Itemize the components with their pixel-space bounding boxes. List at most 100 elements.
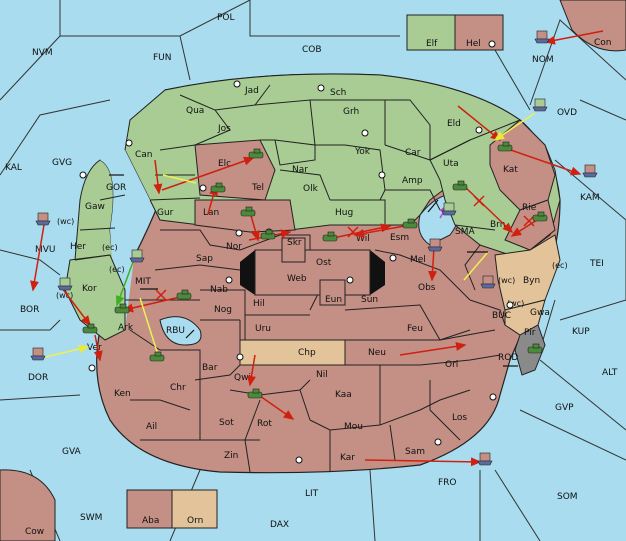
sea-kup[interactable]: KUP xyxy=(572,327,590,337)
prov-jad[interactable]: Jad xyxy=(244,86,259,96)
sea-nvm[interactable]: NVM xyxy=(32,48,53,58)
sea-swm[interactable]: SWM xyxy=(80,513,102,523)
sea-mit[interactable]: MIT xyxy=(135,277,151,287)
prov-kor[interactable]: Kor xyxy=(82,284,97,294)
prov-qwi[interactable]: Qwi xyxy=(234,373,251,383)
sea-mvu[interactable]: MVU xyxy=(35,245,56,255)
prov-bar[interactable]: Bar xyxy=(202,363,218,373)
sea-kal[interactable]: KAL xyxy=(5,163,22,173)
sea-gva[interactable]: GVA xyxy=(62,447,82,457)
prov-kaa[interactable]: Kaa xyxy=(335,390,352,400)
prov-car[interactable]: Car xyxy=(405,148,421,158)
prov-ver[interactable]: Ver xyxy=(87,343,102,353)
prov-gaw[interactable]: Gaw xyxy=(85,202,105,212)
prov-neu[interactable]: Neu xyxy=(368,348,386,358)
prov-eld[interactable]: Eld xyxy=(447,119,461,129)
prov-web[interactable]: Web xyxy=(287,274,307,284)
sea-ovd[interactable]: OVD xyxy=(557,108,577,118)
prov-byn[interactable]: Byn xyxy=(523,276,540,286)
army-icon[interactable] xyxy=(210,182,226,193)
prov-skr[interactable]: Skr xyxy=(287,238,302,248)
province-web[interactable] xyxy=(254,249,371,296)
sea-som[interactable]: SOM xyxy=(557,492,578,502)
province-eun[interactable] xyxy=(319,279,346,306)
prov-pir[interactable]: Pir xyxy=(524,328,536,338)
sea-tei[interactable]: TEI xyxy=(589,259,604,269)
prov-nar[interactable]: Nar xyxy=(292,165,308,175)
prov-chp[interactable]: Chp xyxy=(298,348,316,358)
sea-alt[interactable]: ALT xyxy=(602,368,618,378)
sea-gor[interactable]: GOR xyxy=(106,183,126,193)
prov-hug[interactable]: Hug xyxy=(335,208,353,218)
prov-tel[interactable]: Tel xyxy=(251,183,264,193)
sea-con[interactable]: Con xyxy=(594,38,612,48)
prov-sam[interactable]: Sam xyxy=(405,447,425,457)
army-icon[interactable] xyxy=(176,289,192,300)
prov-lan[interactable]: Lan xyxy=(203,208,219,218)
fleet-icon[interactable] xyxy=(30,347,46,361)
prov-obs[interactable]: Obs xyxy=(418,283,436,293)
fleet-icon[interactable] xyxy=(441,202,457,216)
fleet-icon[interactable] xyxy=(532,98,548,112)
prov-eun[interactable]: Eun xyxy=(325,295,342,305)
prov-uta[interactable]: Uta xyxy=(443,159,459,169)
prov-jos[interactable]: Jos xyxy=(217,124,231,134)
sea-buc[interactable]: BUC xyxy=(492,311,511,321)
army-icon[interactable] xyxy=(240,206,256,217)
sea-rod[interactable]: ROD xyxy=(498,353,518,363)
province-chp[interactable] xyxy=(239,339,346,366)
sea-kam[interactable]: KAM xyxy=(580,193,600,203)
prov-feu[interactable]: Feu xyxy=(407,324,423,334)
province-byn[interactable] xyxy=(494,234,561,311)
fleet-icon[interactable] xyxy=(534,30,550,44)
army-icon[interactable] xyxy=(260,229,276,240)
sea-sma[interactable]: SMA xyxy=(455,227,475,237)
prov-grh[interactable]: Grh xyxy=(343,107,359,117)
prov-amp[interactable]: Amp xyxy=(402,176,423,186)
prov-zin[interactable]: Zin xyxy=(224,451,238,461)
prov-uru[interactable]: Uru xyxy=(255,324,271,334)
fleet-icon[interactable] xyxy=(477,452,493,466)
prov-wil[interactable]: Wil xyxy=(356,234,370,244)
fleet-icon[interactable] xyxy=(480,275,496,289)
prov-nog[interactable]: Nog xyxy=(214,305,232,315)
prov-gwa[interactable]: Gwa xyxy=(530,308,550,318)
army-icon[interactable] xyxy=(527,343,543,354)
prov-mel[interactable]: Mel xyxy=(410,255,426,265)
prov-nab[interactable]: Nab xyxy=(210,285,228,295)
prov-sch[interactable]: Sch xyxy=(330,88,346,98)
prov-kat[interactable]: Kat xyxy=(503,165,518,175)
sea-cob[interactable]: COB xyxy=(302,45,322,55)
prov-sap[interactable]: Sap xyxy=(196,254,213,264)
prov-orl[interactable]: Orl xyxy=(445,360,458,370)
prov-ken[interactable]: Ken xyxy=(114,389,131,399)
army-icon[interactable] xyxy=(82,323,98,334)
sea-rbu[interactable]: RBU xyxy=(166,326,185,336)
fleet-icon[interactable] xyxy=(129,249,145,263)
prov-nil[interactable]: Nil xyxy=(316,370,328,380)
sea-bor[interactable]: BOR xyxy=(20,305,39,315)
prov-qua[interactable]: Qua xyxy=(186,106,204,116)
prov-sot[interactable]: Sot xyxy=(219,418,234,428)
army-icon[interactable] xyxy=(247,388,263,399)
prov-los[interactable]: Los xyxy=(452,413,467,423)
prov-brn[interactable]: Brn xyxy=(490,220,505,230)
army-icon[interactable] xyxy=(114,303,130,314)
prov-elc[interactable]: Elc xyxy=(218,159,231,169)
fleet-icon[interactable] xyxy=(582,164,598,178)
prov-ark[interactable]: Ark xyxy=(118,323,134,333)
army-icon[interactable] xyxy=(248,148,264,159)
prov-olk[interactable]: Olk xyxy=(303,184,319,194)
prov-rot[interactable]: Rot xyxy=(257,419,272,429)
prov-nor[interactable]: Nor xyxy=(226,242,242,252)
army-icon[interactable] xyxy=(149,351,165,362)
sea-gvp[interactable]: GVP xyxy=(555,403,574,413)
prov-ost[interactable]: Ost xyxy=(316,258,332,268)
sea-fun[interactable]: FUN xyxy=(153,53,172,63)
prov-kar[interactable]: Kar xyxy=(340,453,355,463)
army-icon[interactable] xyxy=(452,180,468,191)
fleet-icon[interactable] xyxy=(57,277,73,291)
fleet-icon[interactable] xyxy=(35,212,51,226)
prov-ail[interactable]: Ail xyxy=(146,422,157,432)
prov-mou[interactable]: Mou xyxy=(344,422,363,432)
